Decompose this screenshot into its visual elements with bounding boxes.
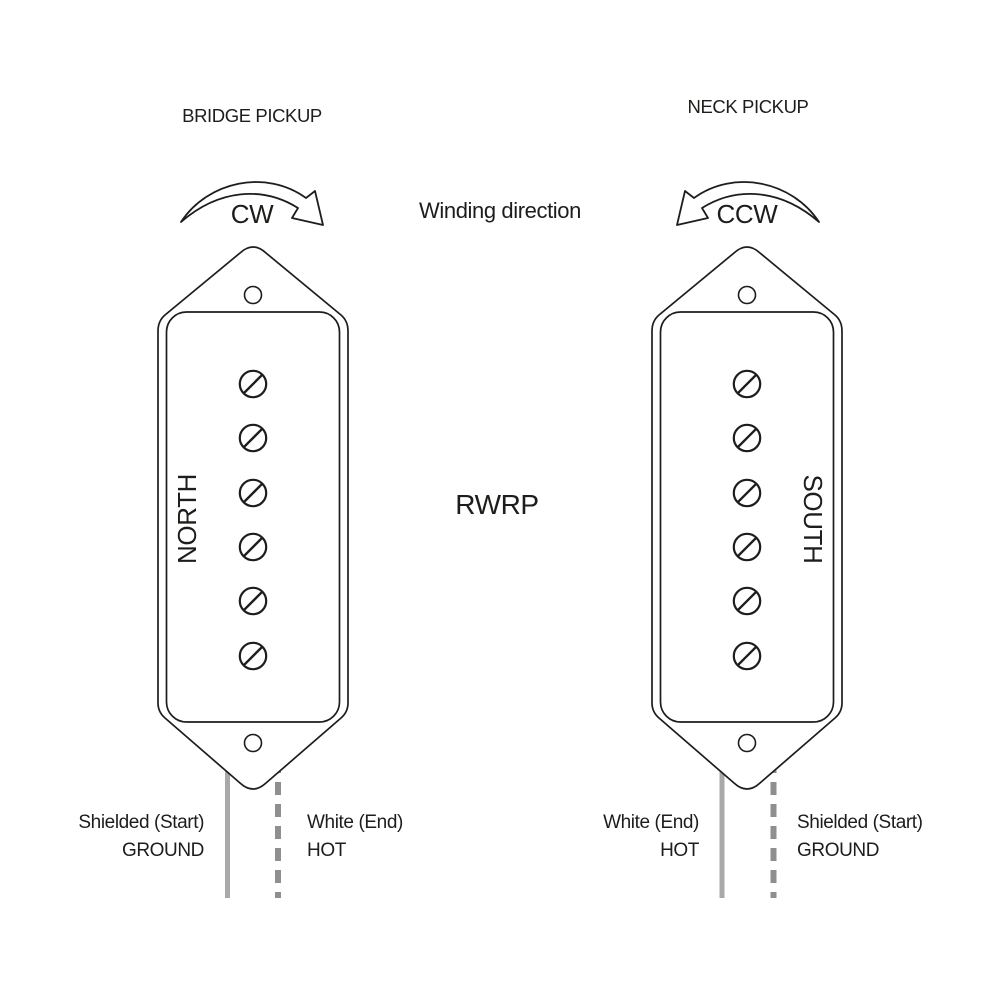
neck-ground-wire-label-line2: GROUND <box>797 840 879 861</box>
bridge-winding-label: CW <box>231 199 274 229</box>
bridge-hot-wire-label-line1: White (End) <box>307 812 403 833</box>
bridge-pickup-wires <box>225 760 281 898</box>
neck-polarity-label: SOUTH <box>798 474 828 563</box>
neck-hot-wire-label-line2: HOT <box>660 840 700 861</box>
winding-direction-label: Winding direction <box>419 198 581 223</box>
neck-hot-wire-label-line1: White (End) <box>603 812 699 833</box>
bridge-hot-wire-label-line2: HOT <box>307 840 347 861</box>
neck-pickup-title: NECK PICKUP <box>687 96 808 117</box>
curved-arrow-counterclockwise-icon <box>676 181 820 226</box>
bridge-polarity-label: NORTH <box>172 474 202 564</box>
bridge-ground-wire-label-line2: GROUND <box>122 840 204 861</box>
curved-arrow-clockwise-icon <box>180 181 324 226</box>
neck-ground-wire-label-line1: Shielded (Start) <box>797 812 923 833</box>
neck-winding-label: CCW <box>717 199 779 229</box>
neck-pickup-wires <box>719 760 777 898</box>
bridge-ground-wire-label-line1: Shielded (Start) <box>78 812 204 833</box>
bridge-pickup-title: BRIDGE PICKUP <box>182 105 322 126</box>
rwrp-label: RWRP <box>455 489 538 520</box>
